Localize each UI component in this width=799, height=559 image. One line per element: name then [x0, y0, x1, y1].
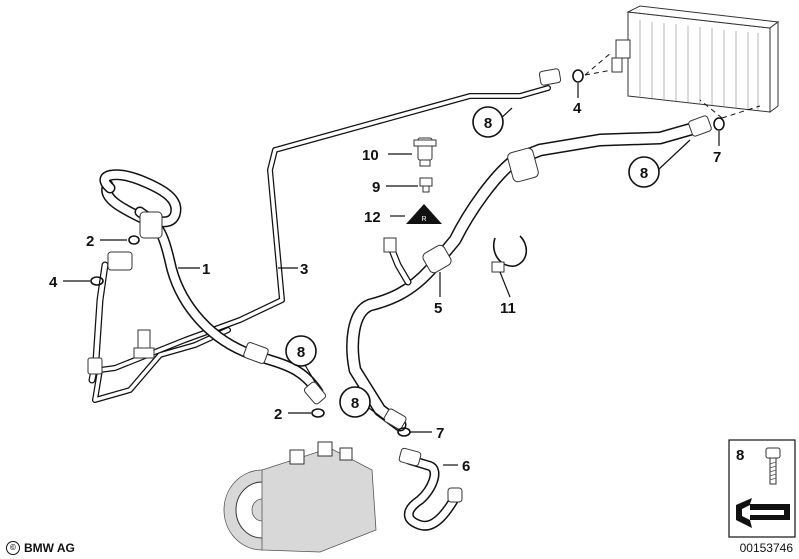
- callout-8: 8: [472, 106, 504, 138]
- svg-text:8: 8: [297, 344, 305, 361]
- label-7: 7: [436, 425, 444, 442]
- pipe-3: [92, 68, 562, 403]
- label-4: 4: [573, 100, 582, 117]
- callout-8: 8: [628, 156, 660, 188]
- label-3: 3: [300, 261, 308, 278]
- label-7: 7: [713, 149, 721, 166]
- valve-core: [419, 177, 433, 193]
- label-1: 1: [202, 261, 210, 278]
- label-12: 12: [364, 209, 381, 226]
- label-2: 2: [274, 406, 282, 423]
- warning-triangle-icon: R: [406, 204, 442, 224]
- callout-8: 8: [339, 386, 371, 418]
- svg-text:8: 8: [484, 115, 492, 132]
- label-6: 6: [462, 458, 470, 475]
- bolt-callout-box: 8: [728, 439, 796, 538]
- label-5: 5: [434, 300, 442, 317]
- hose-clip: [491, 235, 528, 273]
- compressor-icon: [223, 441, 377, 553]
- arrow-icon: [736, 498, 790, 528]
- o-ring: [128, 235, 140, 245]
- bolt-icon: [765, 447, 781, 485]
- document-number: 00153746: [739, 541, 793, 555]
- label-4: 4: [49, 274, 58, 291]
- pipe-1: [99, 169, 327, 405]
- pressure-switch: [133, 329, 155, 359]
- copyright-icon: ©: [6, 541, 20, 555]
- condenser-icon: [611, 5, 780, 113]
- o-ring: [713, 117, 725, 131]
- pipe-6: [398, 447, 463, 531]
- label-9: 9: [372, 179, 380, 196]
- label-10: 10: [362, 147, 379, 164]
- brand-label: BMW AG: [24, 541, 75, 555]
- callout-8: 8: [285, 335, 317, 367]
- brand-mark: © BMW AG: [6, 541, 75, 555]
- pipe-5: [346, 115, 712, 432]
- svg-text:8: 8: [351, 395, 359, 412]
- callout-box-label: 8: [736, 447, 744, 464]
- valve-cap: [413, 137, 437, 167]
- svg-text:8: 8: [640, 165, 648, 182]
- label-2: 2: [86, 233, 94, 250]
- svg-text:R: R: [421, 216, 426, 223]
- label-11: 11: [500, 300, 516, 317]
- o-ring: [311, 408, 325, 418]
- o-ring: [572, 69, 584, 83]
- o-ring: [90, 276, 104, 286]
